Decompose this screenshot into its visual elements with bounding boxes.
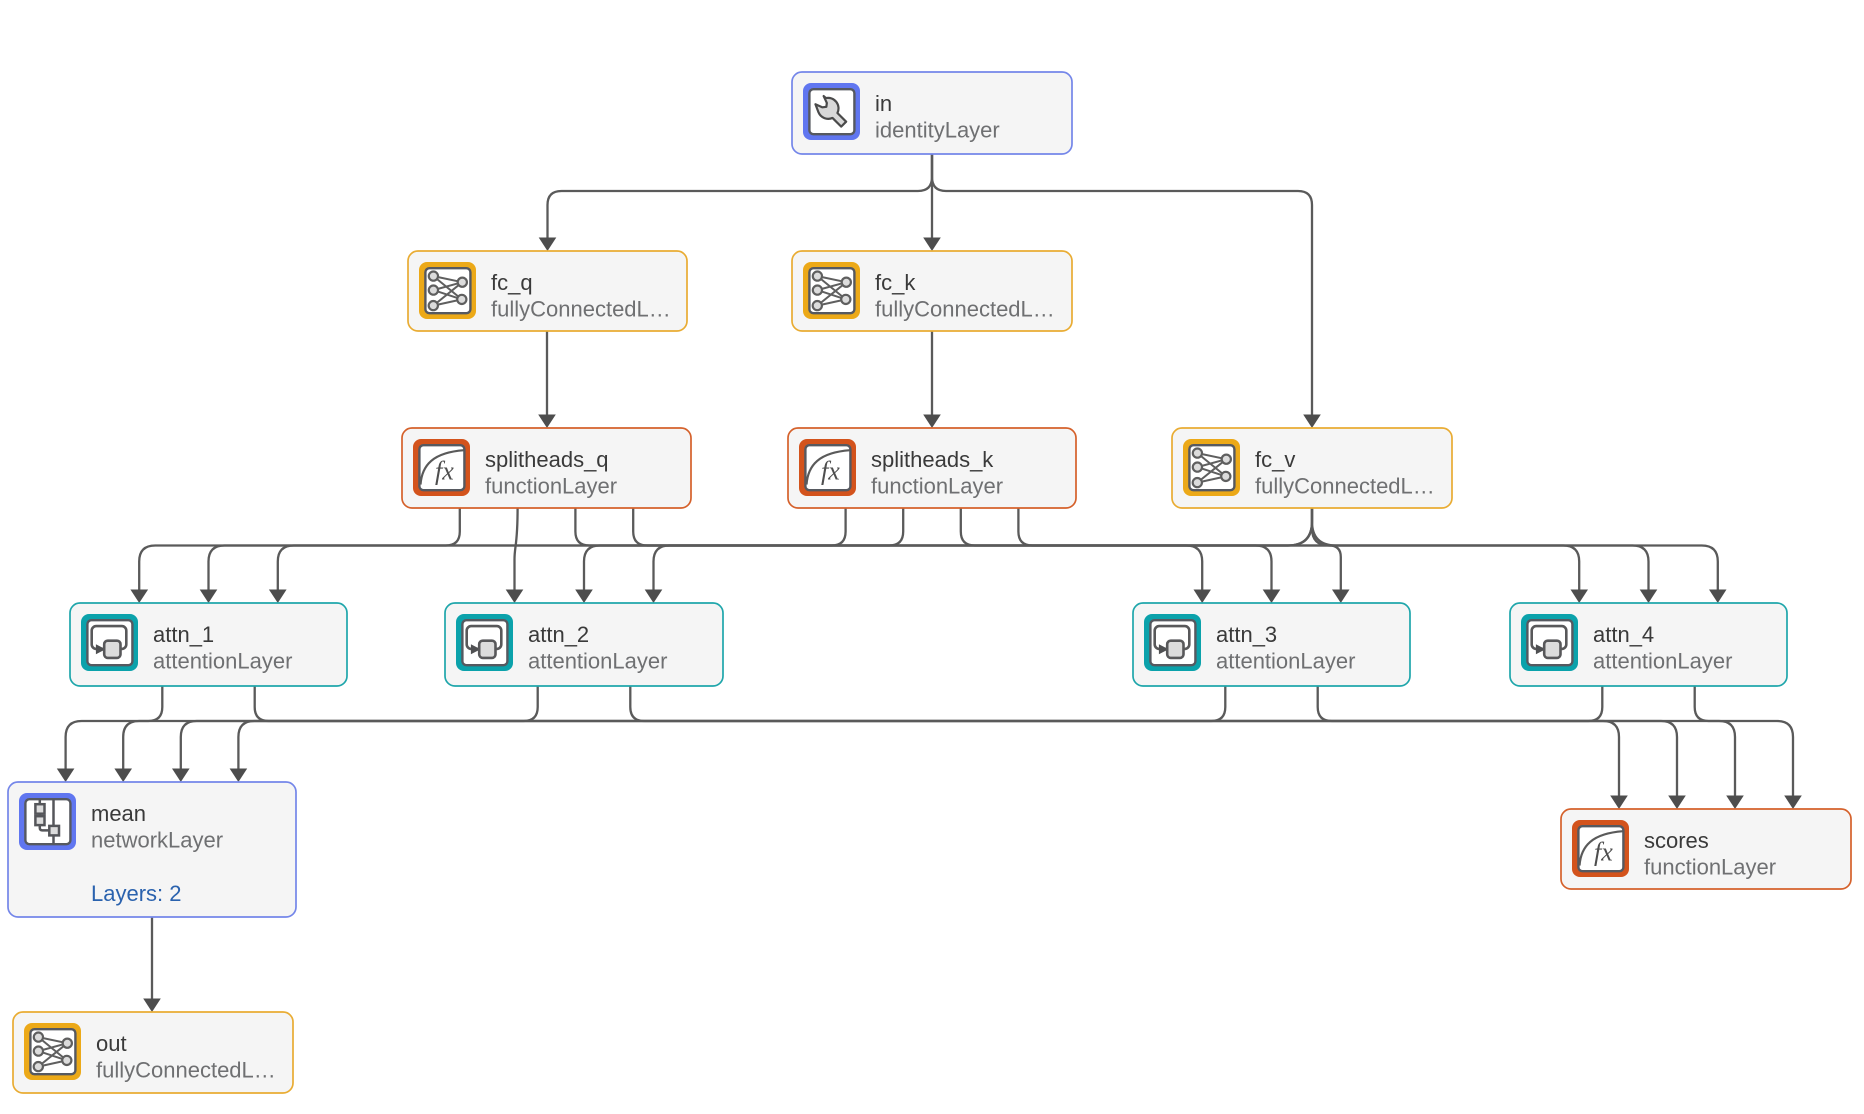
svg-text:attentionLayer: attentionLayer [1593, 649, 1732, 674]
svg-text:fc_k: fc_k [875, 270, 916, 295]
svg-text:splitheads_q: splitheads_q [485, 447, 609, 472]
svg-text:attentionLayer: attentionLayer [1216, 649, 1355, 674]
svg-text:attn_3: attn_3 [1216, 622, 1277, 647]
svg-text:fc_q: fc_q [491, 270, 533, 295]
svg-text:functionLayer: functionLayer [485, 474, 617, 499]
svg-text:identityLayer: identityLayer [875, 118, 1000, 143]
svg-text:attentionLayer: attentionLayer [528, 649, 667, 674]
svg-text:in: in [875, 91, 892, 116]
svg-text:functionLayer: functionLayer [1644, 855, 1776, 880]
svg-text:fullyConnectedL…: fullyConnectedL… [491, 297, 671, 322]
svg-text:scores: scores [1644, 828, 1709, 853]
svg-text:mean: mean [91, 801, 146, 826]
svg-text:fullyConnectedL…: fullyConnectedL… [96, 1058, 276, 1083]
svg-text:networkLayer: networkLayer [91, 828, 223, 853]
svg-text:attentionLayer: attentionLayer [153, 649, 292, 674]
svg-text:splitheads_k: splitheads_k [871, 447, 994, 472]
svg-text:fullyConnectedL…: fullyConnectedL… [1255, 474, 1435, 499]
svg-text:fullyConnectedL…: fullyConnectedL… [875, 297, 1055, 322]
svg-text:attn_4: attn_4 [1593, 622, 1654, 647]
svg-text:Layers: 2: Layers: 2 [91, 881, 182, 906]
svg-text:attn_1: attn_1 [153, 622, 214, 647]
svg-text:fc_v: fc_v [1255, 447, 1295, 472]
svg-text:functionLayer: functionLayer [871, 474, 1003, 499]
svg-text:attn_2: attn_2 [528, 622, 589, 647]
svg-text:out: out [96, 1031, 127, 1056]
